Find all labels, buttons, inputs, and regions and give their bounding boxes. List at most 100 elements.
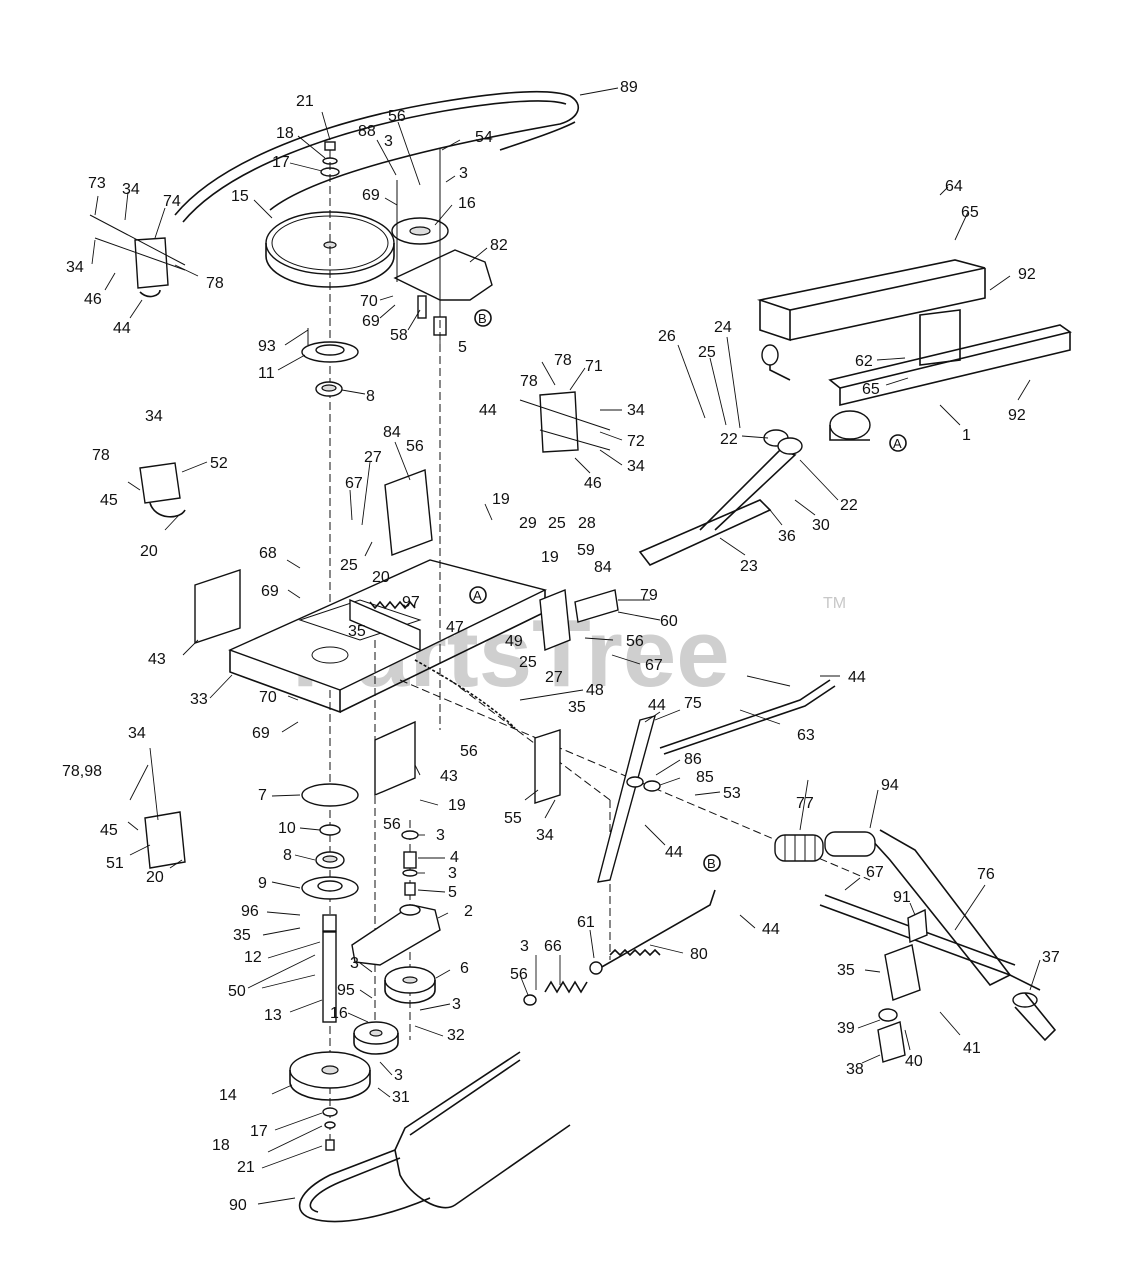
leader-lines [91, 87, 1041, 1205]
label-90: 90 [229, 1197, 247, 1214]
label-45: 45 [100, 822, 118, 839]
label-91: 91 [893, 889, 911, 906]
label-34: 34 [122, 181, 140, 198]
ref-a-frame: A [893, 436, 902, 451]
label-56: 56 [626, 633, 644, 650]
label-25: 25 [698, 344, 716, 361]
label-56: 56 [388, 108, 406, 125]
label-32: 32 [447, 1027, 465, 1044]
label-35: 35 [233, 927, 251, 944]
label-69: 69 [261, 583, 279, 600]
label-69: 69 [362, 187, 380, 204]
label-95: 95 [337, 982, 355, 999]
label-34: 34 [145, 408, 163, 425]
label-14: 14 [219, 1087, 237, 1104]
label-16: 16 [330, 1005, 348, 1022]
label-62: 62 [855, 353, 873, 370]
clip-91 [907, 908, 928, 944]
label-31: 31 [392, 1089, 410, 1106]
label-77: 77 [796, 795, 814, 812]
belt-90 [298, 1051, 571, 1223]
label-97: 97 [402, 594, 420, 611]
label-75: 75 [684, 695, 702, 712]
label-72: 72 [627, 433, 645, 450]
label-59: 59 [577, 542, 595, 559]
label-11: 11 [258, 365, 275, 382]
label-84: 84 [594, 559, 612, 576]
label-70: 70 [259, 689, 277, 706]
label-23: 23 [740, 558, 758, 575]
label-34: 34 [627, 458, 645, 475]
bracket-79 [539, 589, 619, 651]
label-88: 88 [358, 123, 376, 140]
label-25: 25 [548, 515, 566, 532]
label-45: 45 [100, 492, 118, 509]
label-67: 67 [345, 475, 363, 492]
label-43: 43 [440, 768, 458, 785]
label-22: 22 [720, 431, 738, 448]
label-24: 24 [714, 319, 732, 336]
bracket-52 [139, 462, 186, 518]
label-3: 3 [436, 827, 445, 844]
label-56: 56 [460, 743, 478, 760]
trademark: TM [823, 595, 846, 612]
grip-94 [824, 831, 876, 857]
label-5: 5 [448, 884, 457, 901]
label-34: 34 [627, 402, 645, 419]
bracket-74 [89, 214, 186, 298]
label-56: 56 [406, 438, 424, 455]
label-44: 44 [665, 844, 683, 861]
label-44: 44 [648, 697, 666, 714]
label-55: 55 [504, 810, 522, 827]
label-37: 37 [1042, 949, 1060, 966]
idler-bracket-82 [391, 148, 493, 336]
label-30: 30 [812, 517, 830, 534]
label-78: 78 [92, 447, 110, 464]
label-26: 26 [658, 328, 676, 345]
label-18: 18 [276, 125, 294, 142]
label-3: 3 [448, 865, 457, 882]
label-2: 2 [464, 903, 473, 920]
label-20: 20 [146, 869, 164, 886]
label-18: 18 [212, 1137, 230, 1154]
label-92: 92 [1018, 266, 1036, 283]
rod-80 [589, 889, 716, 975]
label-64: 64 [945, 178, 963, 195]
label-3: 3 [394, 1067, 403, 1084]
bearing-8-top [315, 381, 343, 397]
label-79: 79 [640, 587, 658, 604]
label-19: 19 [448, 797, 466, 814]
bracket-51 [144, 811, 186, 869]
bracket-55 [534, 729, 561, 804]
grip-77 [774, 834, 824, 862]
label-19: 19 [492, 491, 510, 508]
label-20: 20 [140, 543, 158, 560]
label-20: 20 [372, 569, 390, 586]
label-3: 3 [452, 996, 461, 1013]
label-53: 53 [723, 785, 741, 802]
label-92: 92 [1008, 407, 1026, 424]
spring-47 [369, 600, 416, 610]
label-35: 35 [348, 623, 366, 640]
label-34: 34 [66, 259, 84, 276]
label-80: 80 [690, 946, 708, 963]
label-27: 27 [545, 669, 563, 686]
label-82: 82 [490, 237, 508, 254]
label-61: 61 [577, 914, 595, 931]
label-74: 74 [163, 193, 181, 210]
label-65: 65 [862, 381, 880, 398]
pulley-6 [384, 966, 436, 1004]
bolt-21-top [320, 141, 340, 177]
label-13: 13 [264, 1007, 282, 1024]
label-10: 10 [278, 820, 296, 837]
label-29: 29 [519, 515, 537, 532]
label-84: 84 [383, 424, 401, 441]
ref-b-rod: B [707, 856, 716, 871]
pulley-16-lower [353, 1021, 399, 1055]
ref-b-top: B [478, 311, 487, 326]
label-44: 44 [762, 921, 780, 938]
lever-23 [638, 429, 803, 566]
label-85: 85 [696, 769, 714, 786]
label-68: 68 [259, 545, 277, 562]
label-41: 41 [963, 1040, 981, 1057]
